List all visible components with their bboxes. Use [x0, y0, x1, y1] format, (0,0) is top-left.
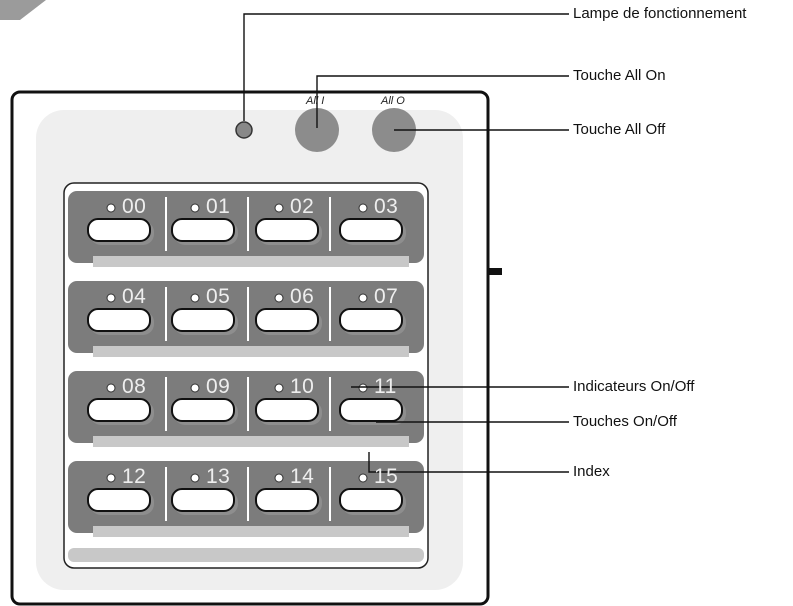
channel-number: 08 — [122, 375, 147, 398]
keypad-row — [68, 281, 424, 353]
index-callout: Index — [573, 463, 610, 480]
keypad-row — [68, 461, 424, 533]
on-off-key[interactable] — [339, 308, 403, 332]
on-off-key[interactable] — [339, 218, 403, 242]
operation-lamp — [235, 121, 253, 139]
on-off-indicator — [274, 293, 284, 303]
channel-number: 07 — [374, 285, 399, 308]
on-off-key[interactable] — [87, 308, 151, 332]
on-off-indicator — [358, 293, 368, 303]
side-tab — [487, 268, 502, 275]
index-strip — [93, 256, 409, 267]
on-off-indicator — [106, 203, 116, 213]
all-off-label: All O — [381, 95, 405, 107]
channel-number: 03 — [374, 195, 399, 218]
channel-number: 06 — [290, 285, 315, 308]
channel-number: 11 — [374, 375, 397, 398]
on-off-key[interactable] — [339, 398, 403, 422]
channel-number: 01 — [206, 195, 231, 218]
channel-number: 12 — [122, 465, 147, 488]
on-off-indicator — [274, 203, 284, 213]
all-on-callout: Touche All On — [573, 67, 666, 84]
on-off-key[interactable] — [171, 218, 235, 242]
channel-number: 13 — [206, 465, 231, 488]
on-off-key[interactable] — [255, 398, 319, 422]
all-on-button[interactable] — [295, 108, 339, 152]
indicators-callout: Indicateurs On/Off — [573, 378, 695, 395]
index-strip — [93, 346, 409, 357]
on-off-key[interactable] — [171, 308, 235, 332]
channel-number: 02 — [290, 195, 315, 218]
keys-callout: Touches On/Off — [573, 413, 677, 430]
channel-number: 04 — [122, 285, 147, 308]
all-off-callout: Touche All Off — [573, 121, 666, 138]
on-off-indicator — [190, 473, 200, 483]
lamp-callout: Lampe de fonctionnement — [573, 5, 747, 22]
keypad-row — [68, 371, 424, 443]
channel-number: 05 — [206, 285, 231, 308]
channel-number: 09 — [206, 375, 231, 398]
on-off-indicator — [106, 383, 116, 393]
on-off-indicator — [358, 473, 368, 483]
on-off-indicator — [106, 293, 116, 303]
on-off-key[interactable] — [171, 398, 235, 422]
on-off-key[interactable] — [87, 218, 151, 242]
on-off-key[interactable] — [255, 488, 319, 512]
on-off-indicator — [190, 203, 200, 213]
on-off-indicator — [106, 473, 116, 483]
on-off-indicator — [190, 383, 200, 393]
on-off-indicator — [274, 473, 284, 483]
index-strip — [93, 526, 409, 537]
on-off-key[interactable] — [339, 488, 403, 512]
on-off-key[interactable] — [87, 488, 151, 512]
on-off-indicator — [358, 383, 368, 393]
corner-decoration — [0, 0, 46, 20]
on-off-key[interactable] — [255, 218, 319, 242]
leader-lamp — [243, 13, 569, 121]
index-strip — [93, 436, 409, 447]
on-off-indicator — [274, 383, 284, 393]
leader-all-on — [316, 75, 569, 128]
on-off-indicator — [358, 203, 368, 213]
on-off-key[interactable] — [87, 398, 151, 422]
all-on-label: All I — [306, 95, 325, 107]
bottom-strip — [68, 548, 424, 562]
on-off-key[interactable] — [255, 308, 319, 332]
channel-number: 10 — [290, 375, 315, 398]
channel-number: 00 — [122, 195, 147, 218]
on-off-indicator — [190, 293, 200, 303]
channel-number: 15 — [374, 465, 399, 488]
channel-number: 14 — [290, 465, 315, 488]
keypad-row — [68, 191, 424, 263]
leader-index — [368, 452, 569, 473]
on-off-key[interactable] — [171, 488, 235, 512]
